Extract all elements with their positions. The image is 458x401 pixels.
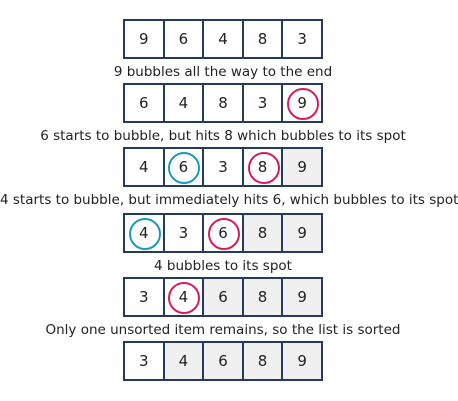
- array-cell: 3: [281, 21, 321, 57]
- step-caption-4: 4 bubbles to its spot: [154, 258, 292, 274]
- array-cell: 9: [125, 21, 163, 57]
- cell-value: 8: [257, 288, 268, 306]
- array-cell: 8: [241, 21, 282, 57]
- array-cell: 6: [162, 21, 203, 57]
- step-caption-5: Only one unsorted item remains, so the l…: [45, 322, 401, 338]
- cell-value: 9: [297, 224, 307, 242]
- array-cell: 4: [162, 85, 203, 121]
- step-caption-2: 6 starts to bubble, but hits 8 which bub…: [40, 128, 406, 144]
- sorted-cell: 9: [281, 149, 321, 185]
- array-row-5: 3 4 6 8 9: [123, 277, 323, 317]
- cell-value: 6: [178, 30, 189, 48]
- sorted-cell: 8: [241, 279, 282, 315]
- cell-value: 4: [178, 94, 189, 112]
- cell-value: 3: [178, 224, 189, 242]
- cell-value: 8: [218, 94, 228, 112]
- cell-value: 6: [139, 94, 149, 112]
- sorted-cell: 8: [241, 215, 282, 251]
- array-cell: 6: [202, 215, 242, 251]
- sorted-cell: 4: [162, 343, 203, 379]
- array-cell: 6: [162, 149, 203, 185]
- array-cell: 8: [241, 149, 282, 185]
- array-cell: 3: [125, 343, 163, 379]
- step-caption-1: 9 bubbles all the way to the end: [113, 64, 333, 80]
- cell-value: 9: [139, 30, 149, 48]
- array-row-6: 3 4 6 8 9: [123, 341, 323, 381]
- array-cell: 4: [125, 215, 163, 251]
- step-caption-3: 4 starts to bubble, but immediately hits…: [0, 192, 458, 208]
- cell-value: 3: [257, 94, 268, 112]
- array-cell: 4: [162, 279, 203, 315]
- array-cell: 3: [125, 279, 163, 315]
- cell-value: 4: [178, 352, 189, 370]
- cell-value: 8: [257, 30, 268, 48]
- cell-value: 4: [218, 30, 228, 48]
- array-cell: 9: [281, 85, 321, 121]
- cell-value: 9: [297, 288, 307, 306]
- cell-value: 4: [178, 288, 189, 306]
- cell-value: 3: [218, 158, 228, 176]
- sorted-cell: 6: [202, 279, 242, 315]
- array-cell: 3: [162, 215, 203, 251]
- array-row-1: 9 6 4 8 3: [123, 19, 323, 59]
- cell-value: 8: [257, 224, 268, 242]
- array-cell: 6: [125, 85, 163, 121]
- cell-value: 3: [139, 352, 149, 370]
- cell-value: 6: [178, 158, 189, 176]
- cell-value: 6: [218, 224, 228, 242]
- cell-value: 4: [139, 224, 149, 242]
- cell-value: 4: [139, 158, 149, 176]
- cell-value: 9: [297, 352, 307, 370]
- cell-value: 3: [139, 288, 149, 306]
- array-row-4: 4 3 6 8 9: [123, 213, 323, 253]
- array-row-3: 4 6 3 8 9: [123, 147, 323, 187]
- sorted-cell: 9: [281, 279, 321, 315]
- sorted-cell: 9: [281, 215, 321, 251]
- array-cell: 4: [202, 21, 242, 57]
- array-cell: 3: [202, 149, 242, 185]
- cell-value: 6: [218, 352, 228, 370]
- sorted-cell: 6: [202, 343, 242, 379]
- sorted-cell: 9: [281, 343, 321, 379]
- cell-value: 9: [297, 94, 307, 112]
- cell-value: 8: [257, 352, 268, 370]
- cell-value: 9: [297, 158, 307, 176]
- sorted-cell: 8: [241, 343, 282, 379]
- array-cell: 8: [202, 85, 242, 121]
- cell-value: 3: [297, 30, 307, 48]
- cell-value: 8: [257, 158, 268, 176]
- array-cell: 4: [125, 149, 163, 185]
- cell-value: 6: [218, 288, 228, 306]
- array-row-2: 6 4 8 3 9: [123, 83, 323, 123]
- array-cell: 3: [241, 85, 282, 121]
